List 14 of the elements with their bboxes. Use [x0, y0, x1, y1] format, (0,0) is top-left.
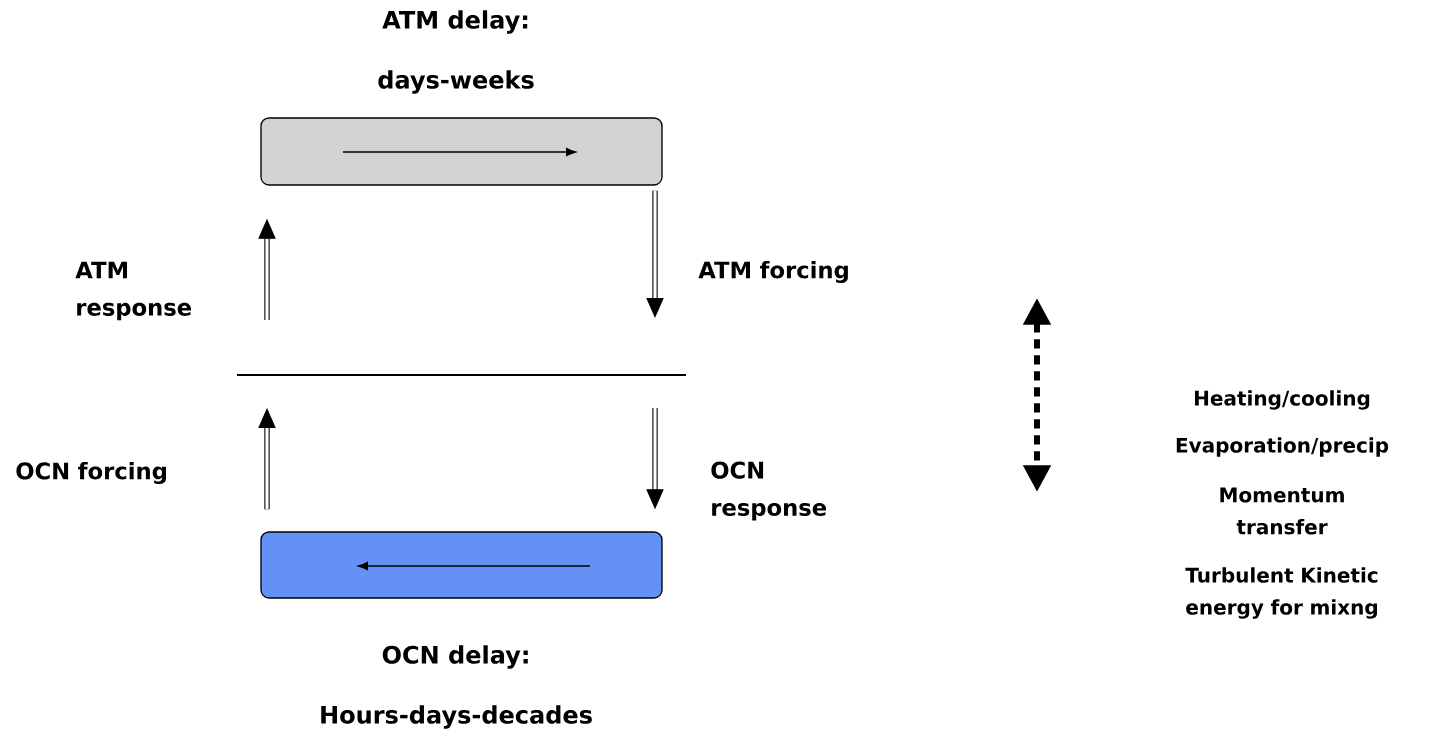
note-text: Momentum transfer	[1220, 487, 1344, 535]
box-heading: ATM delay:	[382, 10, 528, 34]
box-heading: days-weeks	[378, 70, 534, 94]
edge-label: OCN response	[711, 461, 826, 521]
note-text: Evaporation/precip	[1176, 437, 1389, 457]
note-text: Heating/cooling	[1195, 390, 1370, 410]
box-heading: OCN delay:	[382, 645, 528, 669]
double-arrow	[646, 190, 664, 318]
note-text: Turbulent Kinetic energy for mixng	[1185, 567, 1378, 619]
box-heading: Hours-days-decades	[321, 705, 592, 729]
edge-label: ATM forcing	[698, 260, 848, 284]
edge-label: ATM response	[75, 261, 191, 321]
edge-label: OCN forcing	[16, 461, 166, 485]
double-arrow	[258, 408, 276, 510]
